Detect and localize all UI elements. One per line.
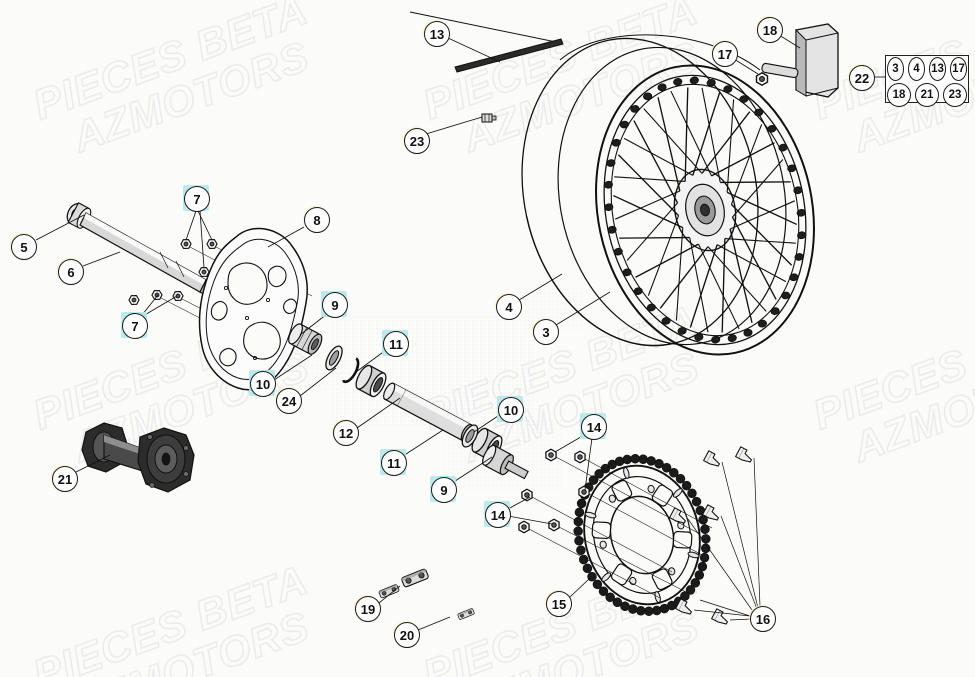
callout-19[interactable]: 19 [354,595,381,622]
callout-11[interactable]: 11 [380,449,407,476]
callout-number: 9 [322,292,348,318]
callout-number: 22 [849,65,875,91]
part-sprocket-bolts [669,446,761,627]
callout-12[interactable]: 12 [332,419,359,446]
callout-number: 24 [276,388,302,414]
callout-13[interactable]: 13 [423,20,450,47]
legend-chip-13[interactable]: 13 [929,57,946,81]
callout-number: 21 [52,466,78,492]
callout-number: 10 [250,371,276,397]
callout-18[interactable]: 18 [756,16,783,43]
part-hub-internals [288,323,529,480]
legend-chip-17[interactable]: 17 [950,57,967,81]
callout-17[interactable]: 17 [711,40,738,67]
callout-number: 23 [404,128,430,154]
callout-4[interactable]: 4 [495,293,522,320]
legend-chip-4[interactable]: 4 [908,57,925,81]
callout-24[interactable]: 24 [275,387,302,414]
callout-7[interactable]: 7 [121,312,148,339]
legend-chip-3[interactable]: 3 [887,57,904,81]
callout-number: 13 [424,21,450,47]
callout-7[interactable]: 7 [183,185,210,212]
callout-23[interactable]: 23 [403,127,430,154]
part-spoke [409,11,564,73]
callout-number: 7 [122,313,148,339]
callout-number: 15 [546,591,572,617]
callout-3[interactable]: 3 [532,318,559,345]
callout-15[interactable]: 15 [545,590,572,617]
callout-16[interactable]: 16 [749,605,776,632]
callout-number: 6 [58,259,84,285]
part-wheel-hub [81,422,195,493]
callout-14[interactable]: 14 [580,413,607,440]
part-rim-assembly [595,64,815,356]
callout-number: 8 [304,207,330,233]
part-rear-sprocket [573,454,711,616]
part-rim-lock-nut [755,72,769,86]
callout-number: 3 [533,319,559,345]
callout-6[interactable]: 6 [57,258,84,285]
callout-number: 11 [381,450,407,476]
part-spoke-nipple [481,113,497,123]
callout-number: 14 [581,414,607,440]
callout-21[interactable]: 21 [51,465,78,492]
callout-number: 10 [498,397,524,423]
callout-11[interactable]: 11 [382,330,409,357]
callout-20[interactable]: 20 [393,621,420,648]
legend-chip-23[interactable]: 23 [943,83,967,107]
callout-number: 17 [712,41,738,67]
callout-9[interactable]: 9 [321,291,348,318]
callout-number: 19 [355,596,381,622]
callout-number: 16 [750,606,776,632]
callout-8[interactable]: 8 [303,206,330,233]
callout-number: 4 [496,294,522,320]
callout-number: 11 [383,331,409,357]
callout-number: 14 [485,502,511,528]
callout-number: 18 [757,17,783,43]
callout-number: 20 [394,622,420,648]
part-rim-lock [761,23,839,98]
callout-number: 7 [184,186,210,212]
callout-22[interactable]: 22 [848,64,875,91]
callout-14[interactable]: 14 [484,501,511,528]
part-chain-links [378,567,475,621]
part-brake-disc [198,227,308,391]
callout-number: 12 [333,420,359,446]
callout-9[interactable]: 9 [430,476,457,503]
callout-number: 9 [431,477,457,503]
legend-chip-18[interactable]: 18 [887,83,911,107]
legend-chip-21[interactable]: 21 [915,83,939,107]
callout-number: 5 [11,234,37,260]
callout-5[interactable]: 5 [10,233,37,260]
callout-10[interactable]: 10 [497,396,524,423]
callout-10[interactable]: 10 [249,370,276,397]
